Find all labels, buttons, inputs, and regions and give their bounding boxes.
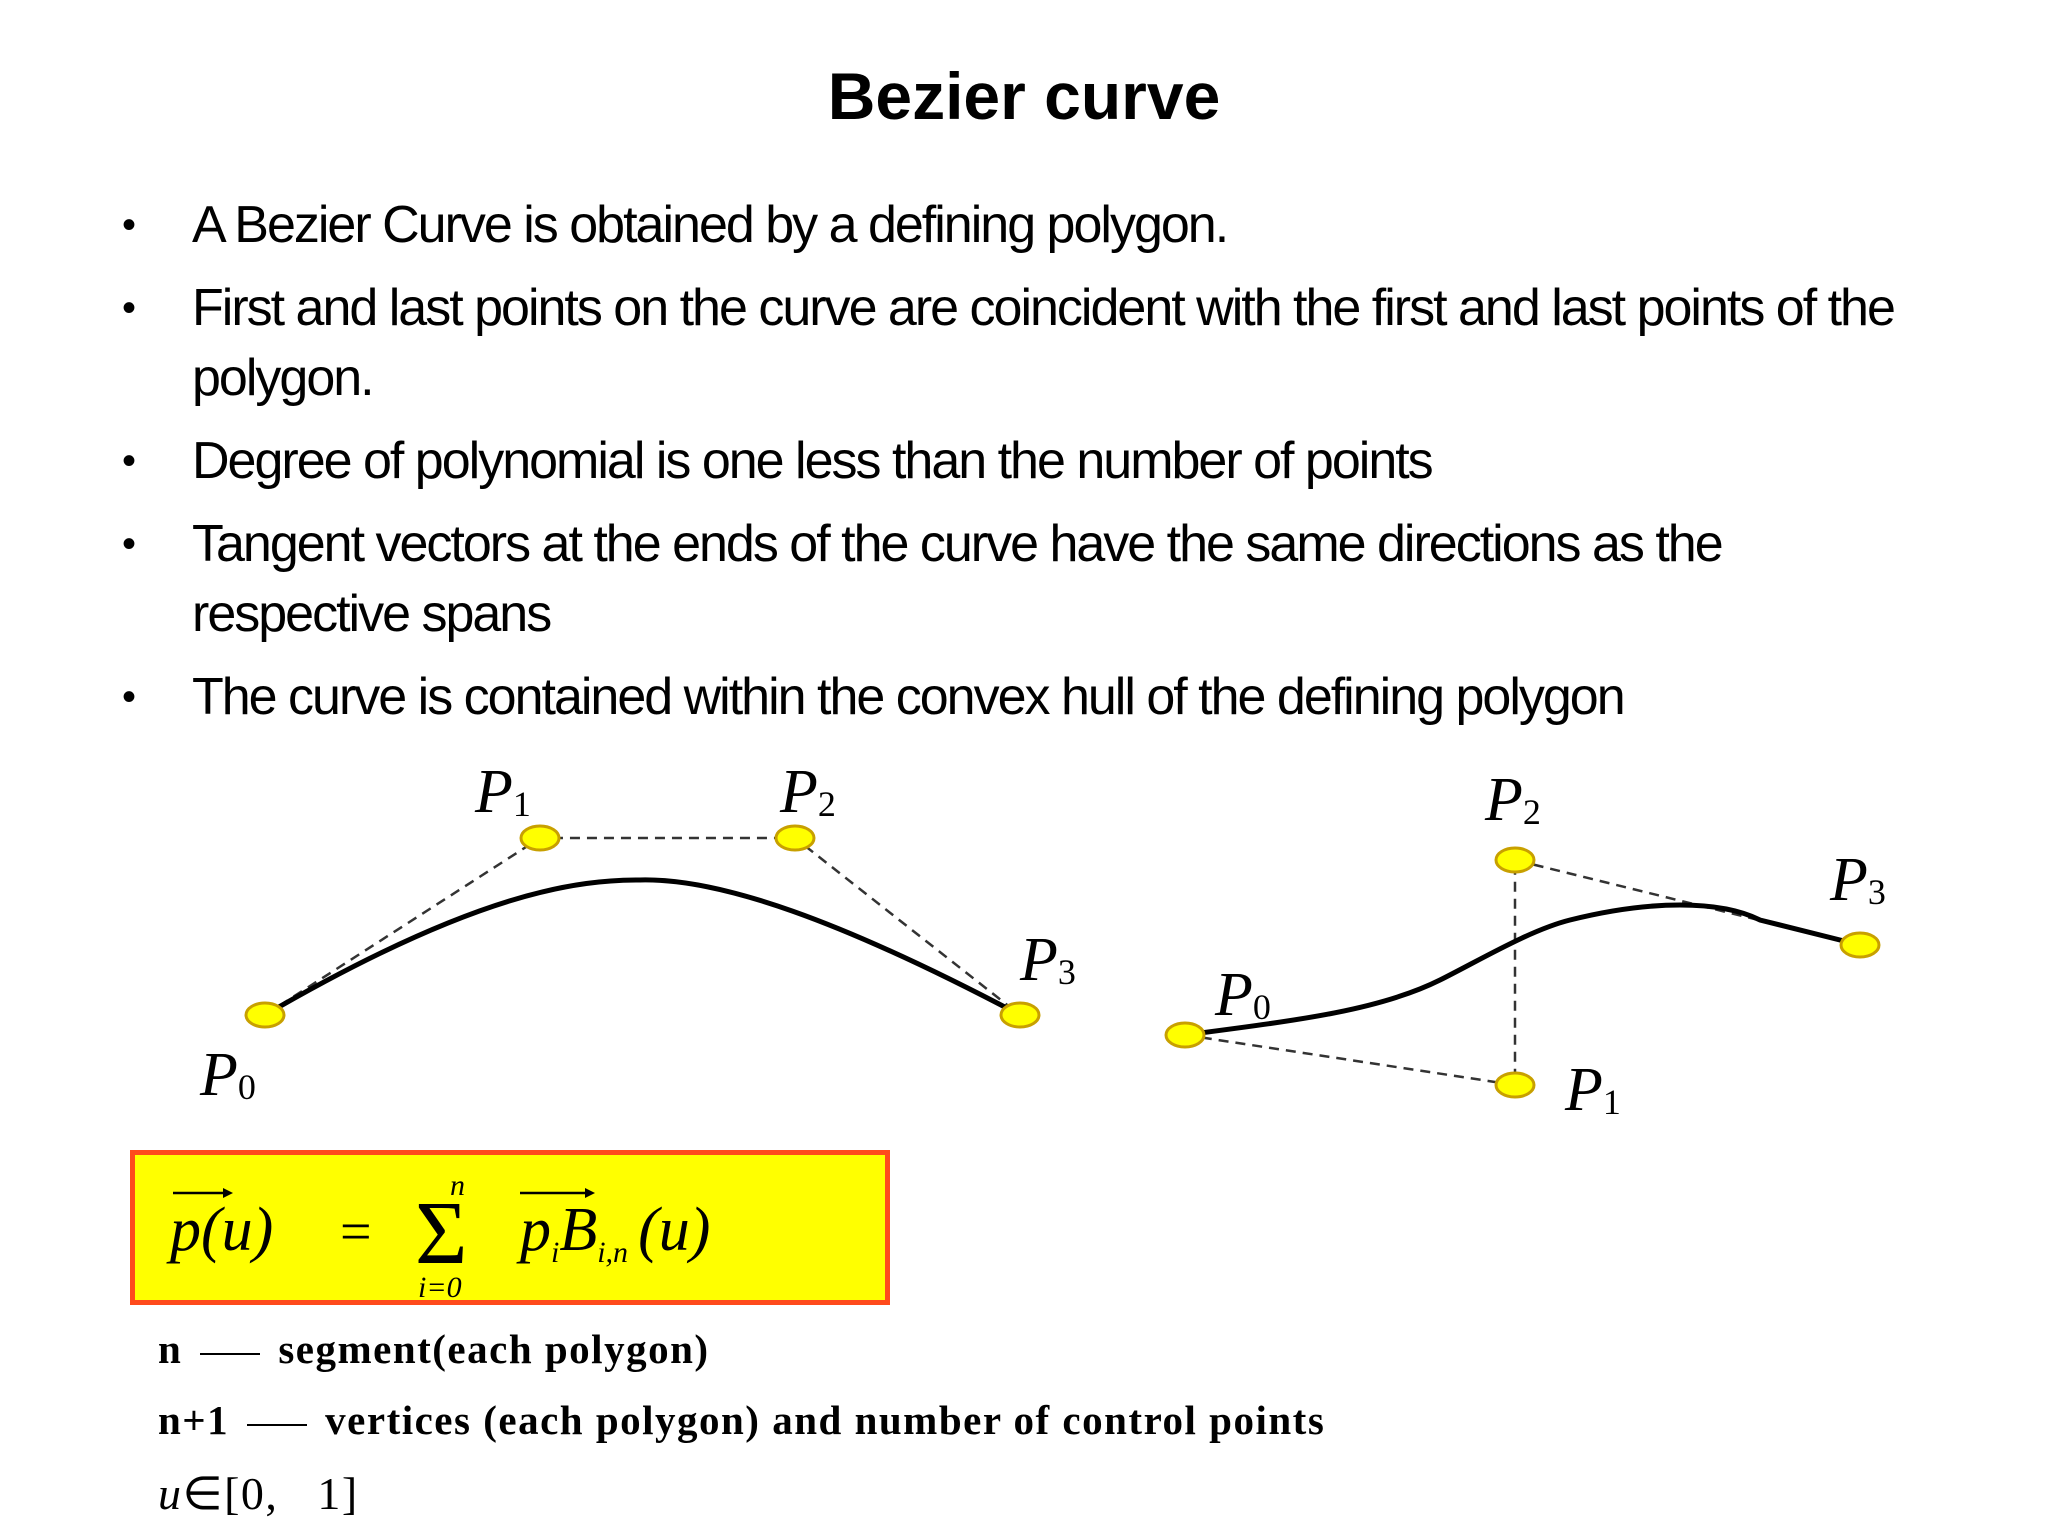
label-p0: P0 bbox=[199, 1041, 256, 1109]
bullet-dot: • bbox=[122, 675, 136, 719]
definition-n: n segment(each polygon) bbox=[158, 1325, 710, 1373]
bezier-figure-right: P0 P1 P2 P3 bbox=[1164, 766, 1886, 1124]
label-p2-sub: 2 bbox=[1523, 792, 1541, 832]
label-p1-sub: 1 bbox=[513, 784, 531, 824]
vector-arrowhead bbox=[585, 1188, 595, 1198]
bullet-dot: • bbox=[122, 286, 136, 330]
control-point-p3 bbox=[1839, 931, 1881, 959]
term-b-sub: i,n bbox=[597, 1236, 628, 1269]
label-p2-letter: P bbox=[1484, 766, 1523, 834]
formula-sum-upper: n bbox=[450, 1169, 465, 1202]
bezier-curve bbox=[1184, 902, 1861, 1038]
bezier-curve bbox=[263, 877, 1022, 1018]
em-dash bbox=[247, 1423, 308, 1426]
control-point-p0 bbox=[1164, 1021, 1206, 1049]
label-p0-letter: P bbox=[1214, 961, 1253, 1029]
bullet-text: A Bezier Curve is obtained by a defining… bbox=[192, 196, 1229, 254]
control-point-p0 bbox=[244, 1001, 286, 1029]
domain-rel: ∈ bbox=[182, 1468, 225, 1519]
formula-lhs: p(u) bbox=[166, 1196, 273, 1264]
bullet-item: • Tangent vectors at the ends of the curv… bbox=[118, 509, 1918, 649]
label-p3-letter: P bbox=[1019, 926, 1058, 994]
sigma-icon: Σ bbox=[415, 1184, 467, 1283]
bullet-dot: • bbox=[122, 522, 136, 566]
label-p3: P3 bbox=[1829, 846, 1886, 914]
label-p1-letter: P bbox=[1564, 1056, 1603, 1124]
label-p3-letter: P bbox=[1829, 846, 1868, 914]
label-p1: P1 bbox=[1564, 1056, 1621, 1124]
bullet-item: • The curve is contained within the conve… bbox=[118, 662, 1918, 732]
definition-text: segment(each polygon) bbox=[278, 1326, 710, 1372]
formula-sum-lower: i=0 bbox=[418, 1271, 462, 1300]
label-p0-sub: 0 bbox=[1253, 987, 1271, 1027]
slide-title: Bezier curve bbox=[827, 59, 1221, 133]
label-p3: P3 bbox=[1019, 926, 1076, 994]
em-dash bbox=[200, 1352, 261, 1355]
bullet-dot: • bbox=[122, 203, 136, 247]
label-p2: P2 bbox=[779, 760, 836, 826]
bezier-figure-left: P0 P1 P2 P3 bbox=[199, 760, 1076, 1109]
label-p3-sub: 3 bbox=[1868, 872, 1886, 912]
control-point-p1 bbox=[1494, 1071, 1536, 1099]
term-p-sub: i bbox=[551, 1236, 559, 1269]
domain-u: u∈[0, 1] bbox=[158, 1466, 359, 1520]
control-polygon bbox=[264, 836, 1021, 1017]
label-p0: P0 bbox=[1214, 961, 1271, 1029]
label-p1-sub: 1 bbox=[1603, 1082, 1621, 1122]
label-p2-sub: 2 bbox=[818, 784, 836, 824]
label-p3-sub: 3 bbox=[1058, 952, 1076, 992]
bullet-list: • A Bezier Curve is obtained by a definin… bbox=[118, 190, 1918, 745]
control-point-p2 bbox=[774, 824, 816, 852]
definition-symbol: n bbox=[158, 1326, 183, 1372]
bezier-formula: p(u) = n Σ i=0 piBi,n (u) bbox=[166, 1169, 710, 1304]
vector-arrowhead bbox=[223, 1188, 233, 1198]
formula-term-p: piBi,n (u) bbox=[516, 1196, 710, 1269]
label-p0-sub: 0 bbox=[238, 1067, 256, 1107]
label-p1: P1 bbox=[474, 760, 531, 826]
domain-var: u bbox=[158, 1468, 183, 1519]
label-p2-letter: P bbox=[779, 760, 818, 826]
label-p2: P2 bbox=[1484, 766, 1541, 834]
control-point-p1 bbox=[519, 824, 561, 852]
definition-symbol: n+1 bbox=[158, 1397, 230, 1443]
term-b: B bbox=[559, 1196, 597, 1264]
bullet-item: • Degree of polynomial is one less than t… bbox=[118, 426, 1918, 496]
formula-box: p(u) = n Σ i=0 piBi,n (u) bbox=[130, 1150, 890, 1305]
label-p1-letter: P bbox=[474, 760, 513, 826]
bullet-item: • First and last points on the curve are … bbox=[118, 273, 1918, 413]
control-point-p2 bbox=[1494, 846, 1536, 874]
control-polygon bbox=[1184, 858, 1861, 1087]
bullet-text: Degree of polynomial is one less than th… bbox=[192, 432, 1434, 490]
domain-interval-close: 1] bbox=[317, 1468, 359, 1519]
term-p: p bbox=[516, 1196, 551, 1264]
label-p0-letter: P bbox=[199, 1041, 238, 1109]
bullet-text: First and last points on the curve are c… bbox=[192, 279, 1896, 407]
bullet-item: • A Bezier Curve is obtained by a definin… bbox=[118, 190, 1918, 260]
formula-equals: = bbox=[340, 1201, 372, 1263]
bullet-text: Tangent vectors at the ends of the curve… bbox=[192, 515, 1724, 643]
term-arg: (u) bbox=[638, 1196, 710, 1264]
definition-n-plus-1: n+1 vertices (each polygon) and number of… bbox=[158, 1396, 1325, 1444]
definition-text: vertices (each polygon) and number of co… bbox=[325, 1397, 1326, 1443]
control-point-p3 bbox=[999, 1001, 1041, 1029]
bullet-text: The curve is contained within the convex… bbox=[192, 668, 1626, 726]
bullet-dot: • bbox=[122, 439, 136, 483]
domain-interval-open: [0, bbox=[224, 1468, 279, 1519]
